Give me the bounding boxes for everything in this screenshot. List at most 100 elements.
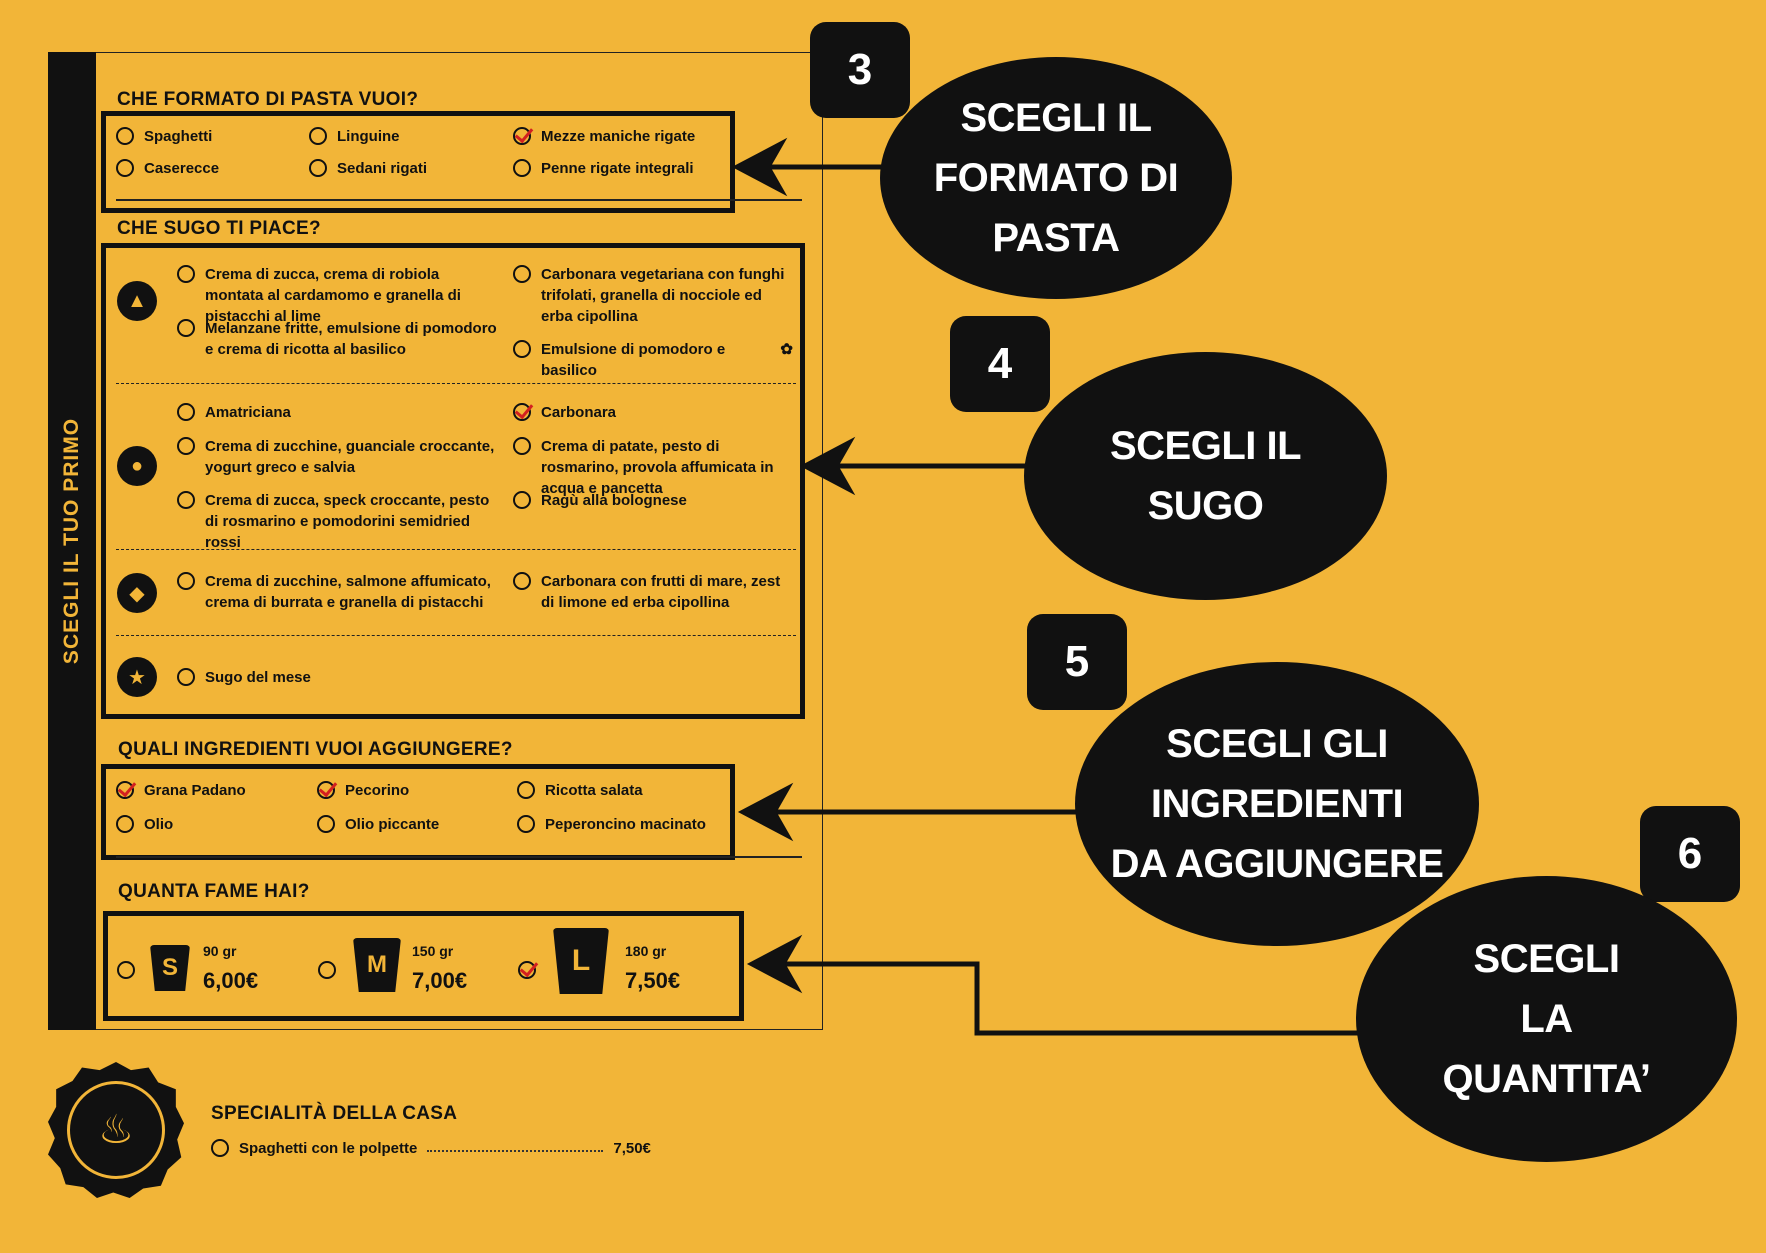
specialita-item[interactable]: Spaghetti con le polpette 7,50€ <box>211 1138 651 1159</box>
ingredienti-title: QUALI INGREDIENTI VUOI AGGIUNGERE? <box>118 739 513 760</box>
sugo-option[interactable]: Crema di zucchine, guanciale croccante, … <box>177 436 497 478</box>
sugo-option[interactable]: Carbonara vegetariana con funghi trifola… <box>513 264 793 327</box>
pasta-option-spaghetti[interactable]: Spaghetti <box>116 126 212 147</box>
divider <box>116 856 802 858</box>
size-l-radio[interactable] <box>518 960 546 979</box>
dashed-divider <box>116 635 796 636</box>
radio[interactable] <box>177 491 195 509</box>
size-l-grams: 180 gr <box>625 943 667 959</box>
fish-icon: ◆ <box>117 573 157 613</box>
sugo-option[interactable]: Crema di patate, pesto di rosmarino, pro… <box>513 436 793 499</box>
cup-m-icon: M <box>353 938 401 992</box>
size-s-radio[interactable] <box>117 960 145 979</box>
radio[interactable] <box>116 127 134 145</box>
pasta-option-mezze-maniche[interactable]: Mezze maniche rigate <box>513 126 695 147</box>
ingredient-ricotta[interactable]: Ricotta salata <box>517 780 643 801</box>
radio[interactable] <box>309 127 327 145</box>
fame-box <box>103 911 744 1021</box>
radio-checked[interactable] <box>513 127 531 145</box>
cup-l-icon: L <box>553 928 609 994</box>
size-s-grams: 90 gr <box>203 943 237 959</box>
radio[interactable] <box>513 340 531 358</box>
sugo-option[interactable]: Carbonara con frutti di mare, zest di li… <box>513 571 793 613</box>
side-band: SCEGLI IL TUO PRIMO <box>48 52 96 1030</box>
ingredient-grana[interactable]: Grana Padano <box>116 780 246 801</box>
size-m-radio[interactable] <box>318 960 346 979</box>
dot-leader <box>427 1138 604 1152</box>
callout-pasta: SCEGLI IL FORMATO DI PASTA <box>880 57 1232 299</box>
step-badge-4: 4 <box>950 316 1050 412</box>
divider <box>116 199 802 201</box>
sugo-option[interactable]: Crema di zucca, speck croccante, pesto d… <box>177 490 497 553</box>
step-badge-6: 6 <box>1640 806 1740 902</box>
radio[interactable] <box>177 437 195 455</box>
cup-s-icon: S <box>150 945 190 991</box>
size-l-price: 7,50€ <box>625 968 681 993</box>
ingredient-peperoncino[interactable]: Peperoncino macinato <box>517 814 706 835</box>
arrow-head-6 <box>746 934 803 994</box>
star-icon: ★ <box>117 657 157 697</box>
radio[interactable] <box>177 572 195 590</box>
radio-checked[interactable] <box>317 781 335 799</box>
sugo-option[interactable]: Crema di zucca, crema di robiola montata… <box>177 264 497 327</box>
radio[interactable] <box>517 781 535 799</box>
callout-quantita: SCEGLI LA QUANTITA’ <box>1356 876 1737 1162</box>
radio[interactable] <box>177 319 195 337</box>
sugo-box <box>101 243 805 719</box>
sugo-option[interactable]: Sugo del mese <box>177 667 311 688</box>
size-s-price: 6,00€ <box>203 968 259 993</box>
radio[interactable] <box>309 159 327 177</box>
pasta-box <box>101 111 735 213</box>
radio[interactable] <box>116 159 134 177</box>
dashed-divider <box>116 549 796 550</box>
radio[interactable] <box>116 815 134 833</box>
callout-sugo: SCEGLI IL SUGO <box>1024 352 1387 600</box>
pasta-option-sedani[interactable]: Sedani rigati <box>309 158 427 179</box>
pasta-bowl-icon: ♨ <box>67 1081 165 1179</box>
pig-icon: ● <box>117 446 157 486</box>
specialita-title: SPECIALITÀ DELLA CASA <box>211 1103 458 1124</box>
sugo-option[interactable]: Emulsione di pomodoro e basilico✿ <box>513 339 793 381</box>
sugo-option[interactable]: Carbonara <box>513 402 793 423</box>
radio[interactable] <box>177 403 195 421</box>
sugo-title: CHE SUGO TI PIACE? <box>117 218 321 239</box>
dashed-divider <box>116 383 796 384</box>
ingredient-olio-piccante[interactable]: Olio piccante <box>317 814 439 835</box>
radio[interactable] <box>513 159 531 177</box>
ingredienti-box <box>101 764 735 860</box>
pasta-option-linguine[interactable]: Linguine <box>309 126 400 147</box>
radio[interactable] <box>513 491 531 509</box>
radio[interactable] <box>211 1139 229 1157</box>
radio[interactable] <box>513 437 531 455</box>
radio-checked[interactable] <box>116 781 134 799</box>
ingredient-pecorino[interactable]: Pecorino <box>317 780 409 801</box>
step-badge-5: 5 <box>1027 614 1127 710</box>
radio-checked[interactable] <box>513 403 531 421</box>
size-m-price: 7,00€ <box>412 968 468 993</box>
radio[interactable] <box>177 668 195 686</box>
sugo-option[interactable]: Melanzane fritte, emulsione di pomodoro … <box>177 318 497 360</box>
sugo-option[interactable]: Crema di zucchine, salmone affumicato, c… <box>177 571 497 613</box>
arrow-head-4 <box>799 436 856 496</box>
arrow-head-3 <box>731 137 788 197</box>
pasta-option-caserecce[interactable]: Caserecce <box>116 158 219 179</box>
radio[interactable] <box>513 265 531 283</box>
step-badge-3: 3 <box>810 22 910 118</box>
arrow-line-6 <box>755 961 1365 1036</box>
carrot-icon: ▲ <box>117 281 157 321</box>
fame-title: QUANTA FAME HAI? <box>118 881 310 902</box>
radio[interactable] <box>517 815 535 833</box>
sugo-option[interactable]: Amatriciana <box>177 402 497 423</box>
ingredient-olio[interactable]: Olio <box>116 814 173 835</box>
radio[interactable] <box>513 572 531 590</box>
radio[interactable] <box>177 265 195 283</box>
sugo-option[interactable]: Ragù alla bolognese <box>513 490 793 511</box>
size-m-grams: 150 gr <box>412 943 454 959</box>
arrow-head-5 <box>737 782 794 842</box>
radio[interactable] <box>317 815 335 833</box>
callout-ingredienti: SCEGLI GLI INGREDIENTI DA AGGIUNGERE <box>1075 662 1479 946</box>
leaf-icon: ✿ <box>780 341 793 358</box>
pasta-title: CHE FORMATO DI PASTA VUOI? <box>117 89 419 110</box>
pasta-option-penne[interactable]: Penne rigate integrali <box>513 158 694 179</box>
